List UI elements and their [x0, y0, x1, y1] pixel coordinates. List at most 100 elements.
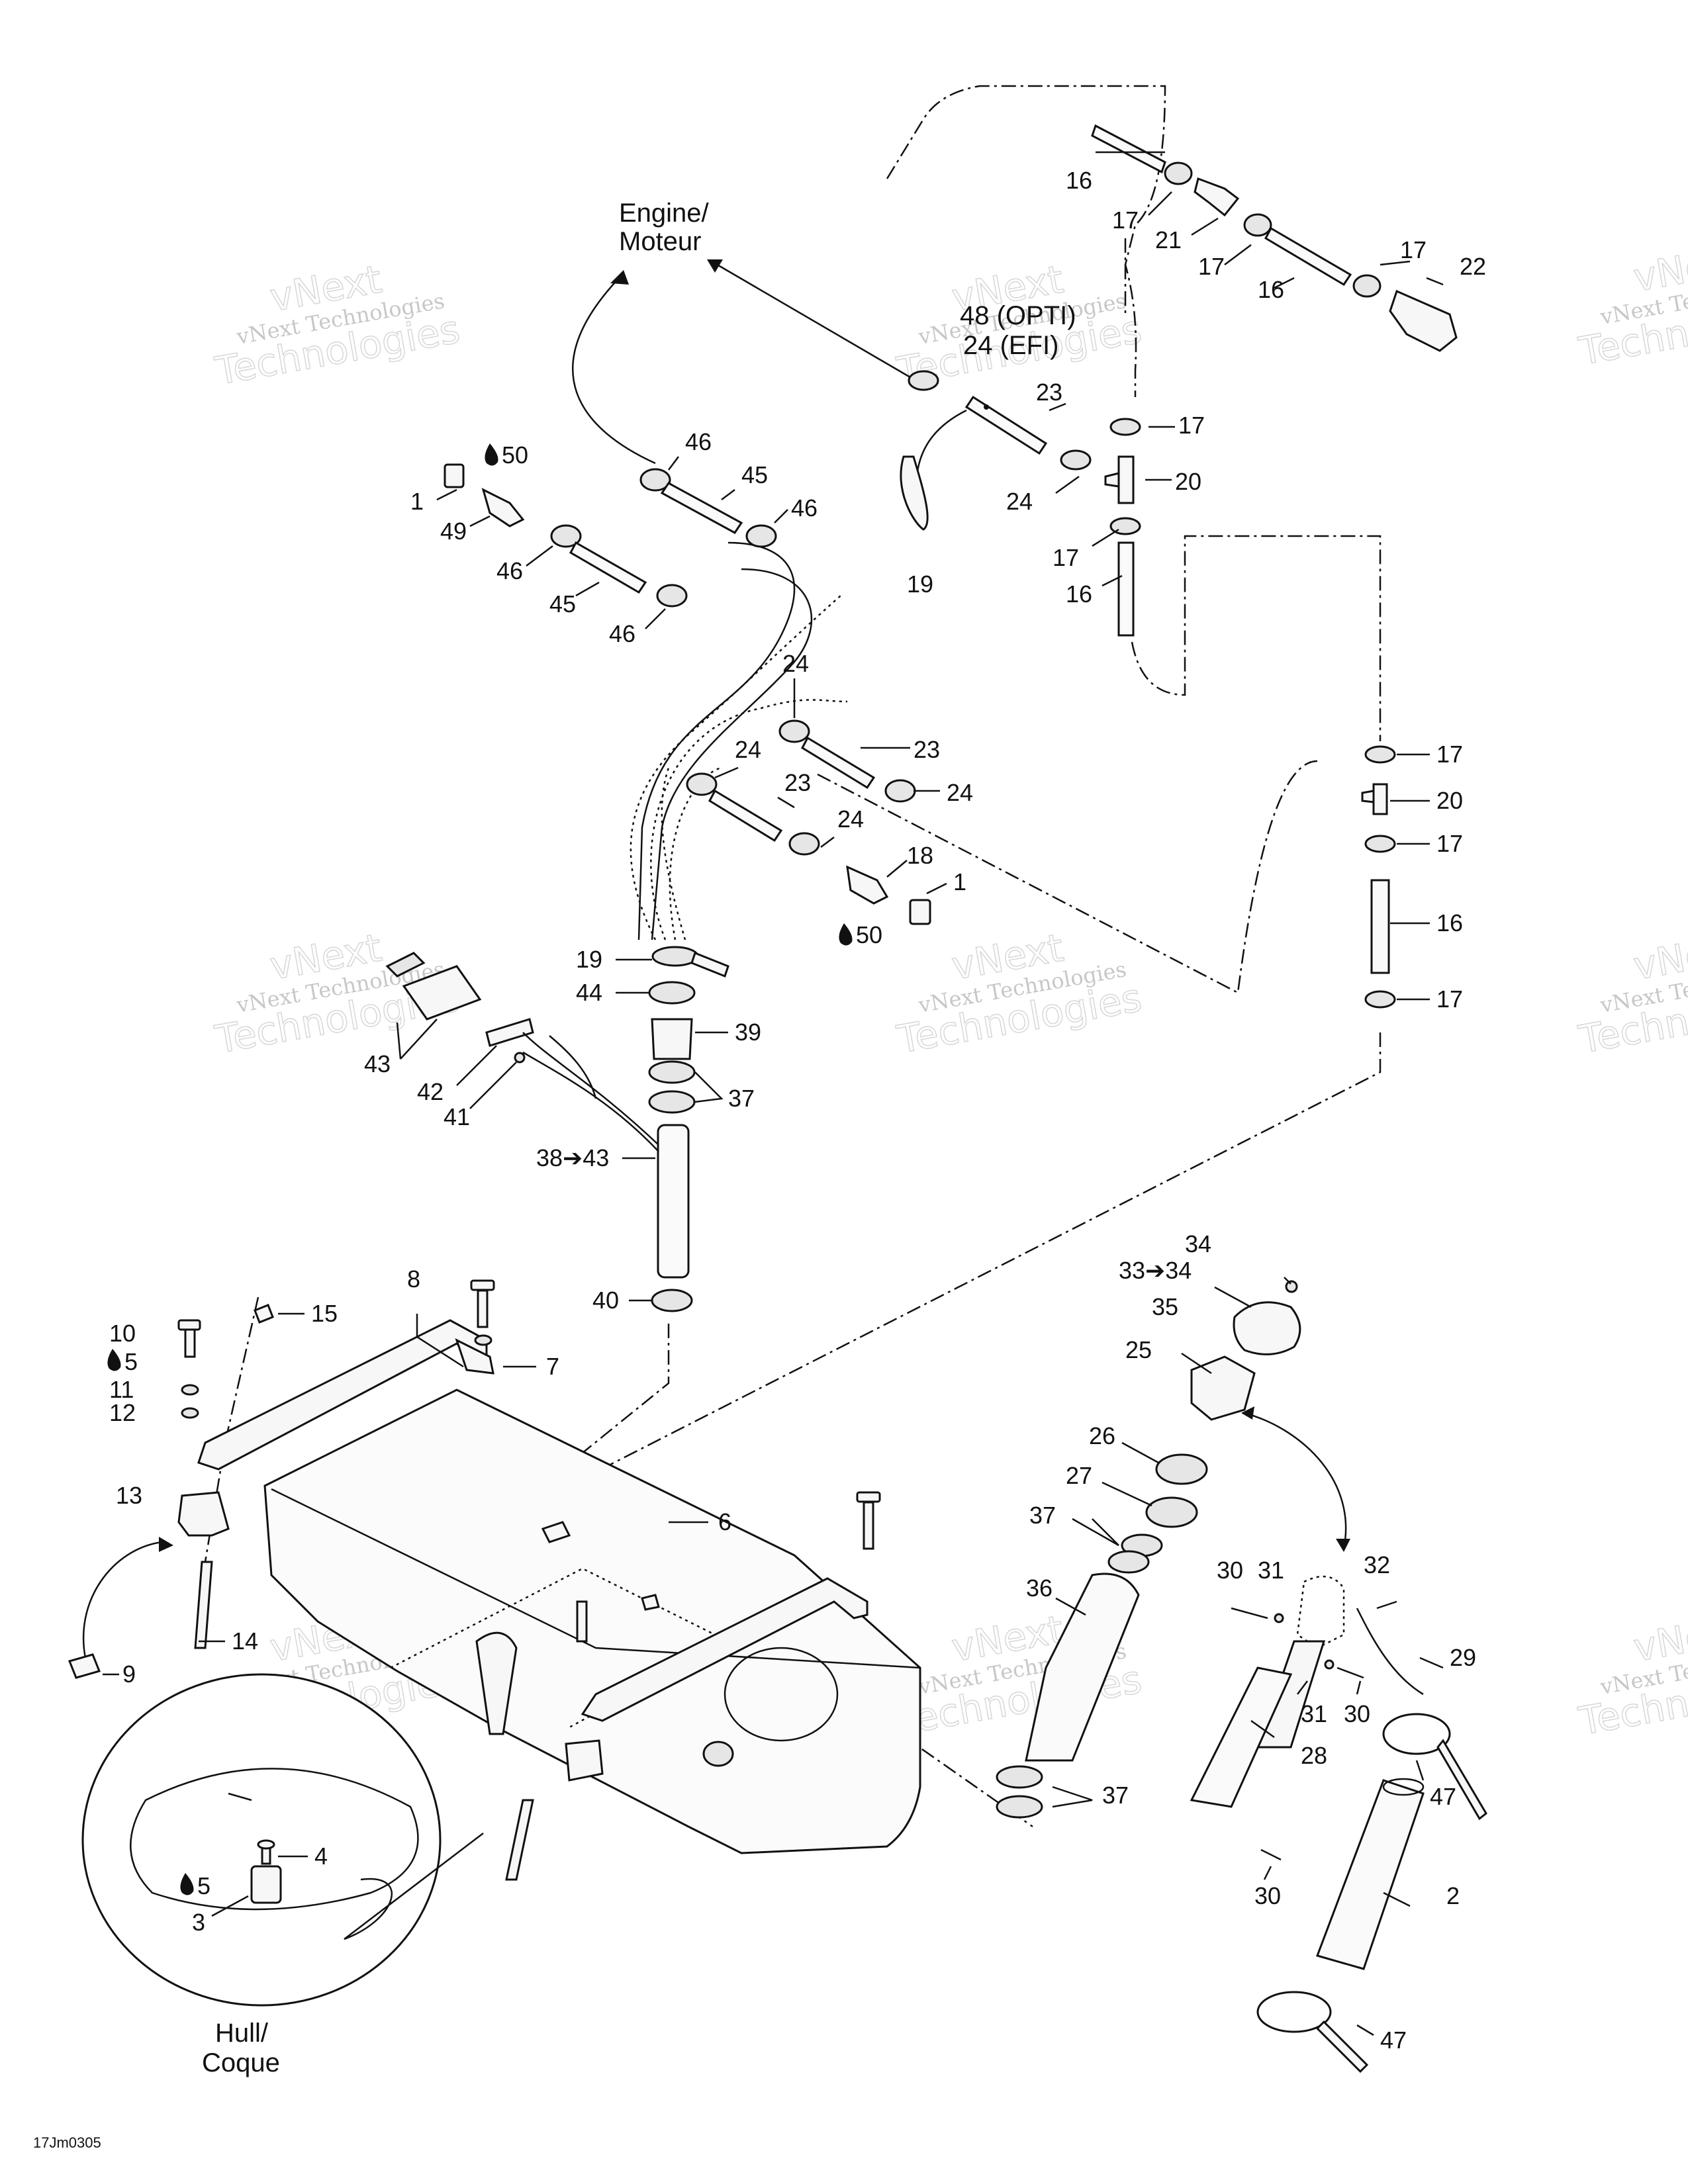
clamp-37-lower-b	[996, 1795, 1043, 1819]
drop-icon	[839, 923, 853, 946]
fluid-symbol-50-upper: 50	[485, 441, 528, 469]
bolt-7-lower-head	[856, 1491, 881, 1503]
callout-3: 3	[192, 1909, 205, 1936]
callout-23: 23	[914, 736, 940, 763]
fuel-sender-harness	[385, 952, 659, 1152]
bolt-7	[477, 1289, 489, 1328]
callout-8: 8	[407, 1265, 420, 1293]
cable-tie-47-upper-tail	[1436, 1739, 1487, 1821]
callout-24: 24	[947, 779, 973, 806]
fitting-21	[1194, 177, 1240, 217]
leader-29	[1419, 1657, 1444, 1669]
clamp-24-mid-d	[788, 832, 820, 856]
cap-1-lower	[909, 899, 931, 925]
callout-30: 30	[1254, 1882, 1281, 1909]
callout-1: 1	[953, 868, 966, 895]
leader-28	[1250, 1719, 1275, 1739]
routing-dash-right	[1131, 535, 1382, 741]
bracket-13-lower	[565, 1739, 604, 1782]
leader-37b	[1072, 1518, 1119, 1547]
leader-23a	[1049, 402, 1066, 412]
callout-24: 24	[735, 736, 761, 763]
leader-42	[456, 1045, 497, 1086]
callout-46: 46	[791, 494, 818, 522]
callout-36: 36	[1026, 1574, 1053, 1602]
callout-19: 19	[907, 570, 933, 598]
leader-21	[1191, 217, 1219, 236]
leader-46d	[645, 608, 666, 629]
callout-29: 29	[1450, 1644, 1476, 1671]
callout-15: 15	[311, 1300, 338, 1327]
engine-arrow-right-head	[707, 259, 723, 273]
screw-30-left	[1231, 1607, 1268, 1619]
callout-18: 18	[907, 842, 933, 869]
nut-27	[1145, 1496, 1198, 1528]
callout-5: 5	[197, 1872, 211, 1899]
vent-line-right	[1361, 745, 1396, 1009]
plug-34	[1285, 1280, 1298, 1293]
washer-11	[181, 1384, 199, 1396]
leader-1a	[436, 488, 457, 501]
hull-detail-circle	[81, 1673, 442, 2007]
callout-17: 17	[1198, 253, 1225, 280]
hose-16-vertical	[1117, 541, 1135, 637]
leader-43	[396, 1019, 438, 1060]
callout-leaders	[103, 151, 1444, 2036]
fitting-18	[846, 865, 889, 905]
washer-31-left	[1274, 1613, 1284, 1623]
clamp-17-right-a	[1364, 745, 1396, 764]
screw-4-head	[257, 1839, 275, 1850]
callout-17: 17	[1112, 206, 1139, 234]
leader-17b	[1224, 244, 1252, 265]
pickup-route-e	[637, 541, 796, 940]
callout-37: 37	[1029, 1502, 1056, 1529]
hose-23-mid-a	[801, 736, 876, 790]
engine-label-fr: Moteur	[619, 227, 702, 256]
callout-10: 10	[109, 1320, 136, 1347]
callout-46: 46	[685, 428, 712, 455]
tank-outlet	[702, 1741, 734, 1767]
tether-29	[1356, 1608, 1424, 1696]
callout-17: 17	[1436, 985, 1463, 1013]
gasket-26	[1155, 1453, 1208, 1485]
callout-11: 11	[109, 1376, 134, 1403]
callout-47: 47	[1380, 2026, 1407, 2054]
sleeve-2-end	[1382, 1778, 1425, 1796]
fuel-pickup-tube-38	[657, 1124, 690, 1279]
tank-top-edge	[271, 1488, 921, 1669]
nut-15	[254, 1304, 274, 1324]
cable-tie-47-upper	[1382, 1713, 1451, 1755]
callout-34: 34	[1185, 1230, 1211, 1257]
engine-arrow-right	[711, 260, 911, 379]
leader-22	[1426, 277, 1444, 286]
clamp-46-right-lower	[745, 524, 777, 548]
filter-40	[651, 1289, 693, 1312]
callout-labels: 16 17 21 17 17 22 16 48 (OPTI) 24 (EFI) …	[107, 167, 1486, 2054]
clamp-17-tee-top	[1109, 418, 1141, 436]
callout-37: 37	[1102, 1782, 1129, 1809]
leader-18	[886, 860, 908, 878]
leader-26	[1121, 1441, 1159, 1464]
callout-26: 26	[1089, 1422, 1115, 1449]
callout-4: 4	[314, 1843, 328, 1870]
deck-fitting-outline	[1296, 1575, 1345, 1649]
leader-30b	[1356, 1680, 1362, 1695]
cable-tie-47-lower-tail	[1315, 2020, 1369, 2073]
drop-icon	[107, 1349, 121, 1371]
fuel-tank-6	[263, 1388, 921, 1854]
clamp-37-upper	[648, 1060, 696, 1084]
callout-20: 20	[1175, 468, 1201, 495]
drop-icon	[485, 443, 498, 466]
leader-23c	[777, 796, 795, 809]
filler-arrow	[1244, 1412, 1347, 1549]
callout-50: 50	[502, 441, 528, 469]
screw-30-right	[1336, 1666, 1364, 1679]
callout-24-efi: 24 (EFI)	[963, 331, 1058, 360]
tie-19-leader	[915, 409, 967, 477]
callout-17: 17	[1400, 236, 1427, 263]
leader-17e	[1092, 528, 1119, 547]
clamp-24-mid-a	[778, 719, 810, 743]
callout-25: 25	[1125, 1336, 1152, 1363]
clamp-24-mid-c	[686, 772, 718, 796]
tee-branch	[1104, 472, 1120, 488]
